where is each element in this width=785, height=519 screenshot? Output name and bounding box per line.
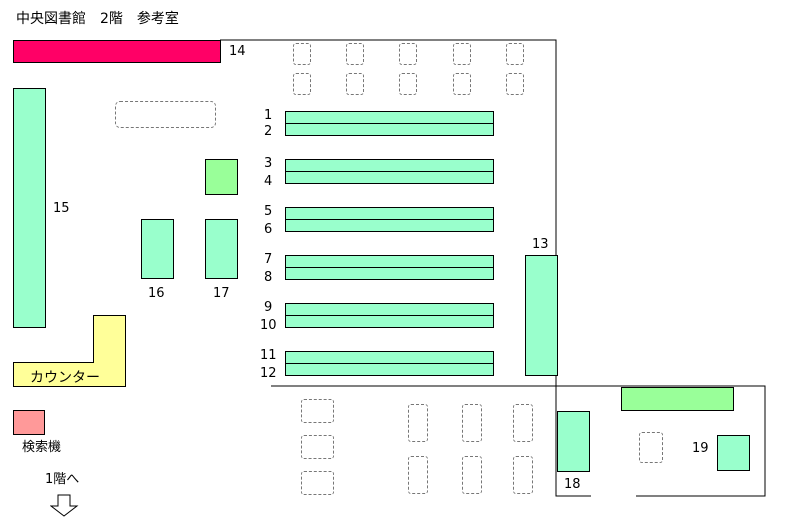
shelf-label-1: 1: [264, 108, 273, 123]
chair: [453, 73, 471, 95]
shelf-label-3: 3: [264, 156, 273, 171]
shelf-label-16: 16: [148, 286, 165, 301]
shelf-6: [285, 219, 494, 232]
shelf-label-4: 4: [264, 174, 273, 189]
shelf-label-9: 9: [264, 300, 273, 315]
chair: [513, 404, 533, 442]
shelf-10: [285, 315, 494, 328]
chair: [408, 456, 428, 494]
shelf-13: [525, 255, 558, 376]
chair: [453, 43, 471, 65]
shelf-label-8: 8: [264, 270, 273, 285]
table-small: [301, 399, 334, 423]
shelf-label-17: 17: [213, 286, 230, 301]
search-terminal: [13, 410, 45, 435]
chair: [399, 43, 417, 65]
down-arrow-icon: [50, 494, 79, 517]
shelf-label-11: 11: [260, 348, 277, 363]
shelf-label-18: 18: [564, 477, 581, 492]
chair: [346, 73, 364, 95]
reading-table: [115, 101, 216, 128]
chair: [462, 456, 482, 494]
shelf-18: [557, 411, 590, 472]
chair: [408, 404, 428, 442]
shelf-label-14: 14: [229, 44, 246, 59]
shelf-label-2: 2: [264, 124, 273, 139]
chair: [346, 43, 364, 65]
stairs-label: 1階へ: [45, 472, 80, 487]
shelf-16: [141, 219, 174, 279]
shelf-label-13: 13: [532, 237, 549, 252]
search-terminal-label: 検索機: [22, 440, 62, 455]
chair: [462, 404, 482, 442]
table-small: [301, 471, 334, 495]
shelf-label-19: 19: [692, 441, 709, 456]
shelf-8: [285, 267, 494, 280]
chair: [639, 432, 663, 463]
shelf-label-7: 7: [264, 252, 273, 267]
counter-label: カウンター: [30, 370, 100, 386]
shelf-14: [13, 40, 221, 63]
chair: [293, 73, 311, 95]
chair: [506, 43, 524, 65]
chair: [399, 73, 417, 95]
chair: [506, 73, 524, 95]
shelf-12: [285, 363, 494, 376]
green-block: [205, 159, 238, 195]
shelf-19: [717, 435, 750, 471]
chair: [293, 43, 311, 65]
page-title: 中央図書館 2階 参考室: [16, 11, 179, 27]
chair: [513, 456, 533, 494]
shelf-label-6: 6: [264, 222, 273, 237]
shelf-label-10: 10: [260, 318, 277, 333]
shelf-17: [205, 219, 238, 279]
shelf-2: [285, 123, 494, 136]
shelf-label-12: 12: [260, 366, 277, 381]
shelf-4: [285, 171, 494, 184]
table-small: [301, 435, 334, 459]
green-block-right: [621, 387, 734, 411]
shelf-label-15: 15: [53, 201, 70, 216]
counter-horizontal: [13, 362, 126, 387]
shelf-label-5: 5: [264, 204, 273, 219]
shelf-15: [13, 88, 46, 328]
